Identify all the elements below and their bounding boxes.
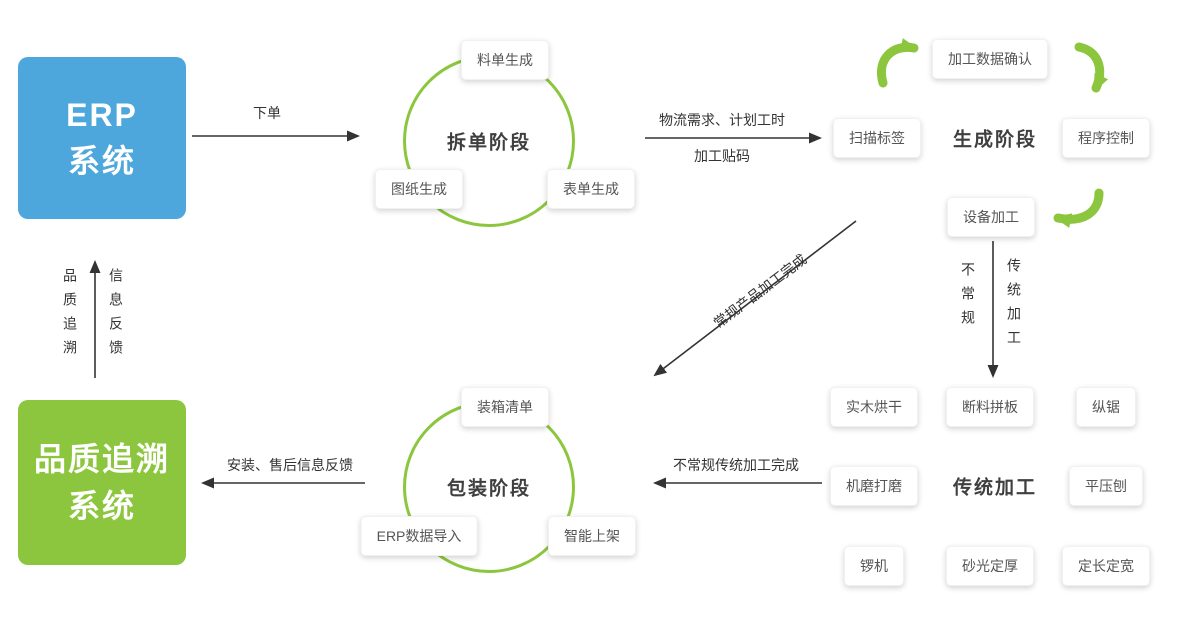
box-packing-list: 装箱清单 [461,387,549,427]
box-flat-planer: 平压刨 [1069,466,1143,506]
green-swoosh-to-confirm [877,38,919,88]
box-cut-panel: 断料拼板 [946,387,1034,427]
logistics-arrow-bottom-label: 加工贴码 [694,148,750,164]
erp-system-label-line2: 系统 [67,143,136,179]
box-erp-data-import: ERP数据导入 [360,516,478,556]
box-machine-grinding: 机磨打磨 [830,466,918,506]
order-arrow-label: 下单 [253,105,281,121]
green-swoosh-to-control [1074,42,1109,93]
generation-stage-title: 生成阶段 [952,129,1038,151]
box-router-machine: 锣机 [844,546,904,586]
logistics-arrow-top-label: 物流需求、计划工时 [659,112,785,128]
device-down-right-vertical-label: 传统加工 [1006,258,1022,354]
feedback-right-vertical-label: 信息反馈 [108,268,124,364]
box-fixed-length-width: 定长定宽 [1062,546,1150,586]
box-wood-drying: 实木烘干 [830,387,918,427]
regular-done-arrow-label: 常规产品加工完成 [710,250,810,332]
box-smart-shelving: 智能上架 [548,516,636,556]
box-rip-saw: 纵锯 [1076,387,1136,427]
packaging-stage-title: 包装阶段 [446,478,532,500]
box-data-confirm: 加工数据确认 [932,39,1048,79]
feedback-left-vertical-label: 品质追溯 [62,268,78,364]
quality-system-label-line2: 系统 [67,487,136,524]
erp-system-node: ERP 系统 [18,57,186,219]
unconventional-done-arrow-label: 不常规传统加工完成 [673,457,799,473]
device-down-left-vertical-label: 不常规 [960,262,976,334]
quality-system-node: 品质追溯 系统 [18,400,186,565]
box-drawing-generate: 图纸生成 [375,169,463,209]
split-stage-title: 拆单阶段 [446,132,532,154]
box-device-processing: 设备加工 [947,197,1035,237]
traditional-stage-title: 传统加工 [952,477,1038,499]
erp-system-label-line1: ERP [66,96,138,133]
quality-system-label-line1: 品质追溯 [33,441,170,478]
green-swoosh-to-device [1053,188,1104,228]
box-program-control: 程序控制 [1062,118,1150,158]
box-scan-label: 扫描标签 [833,118,921,158]
install-feedback-arrow-label: 安装、售后信息反馈 [227,457,353,473]
box-form-generate: 表单生成 [547,169,635,209]
box-material-list: 料单生成 [461,40,549,80]
box-sanding-thickness: 砂光定厚 [946,546,1034,586]
